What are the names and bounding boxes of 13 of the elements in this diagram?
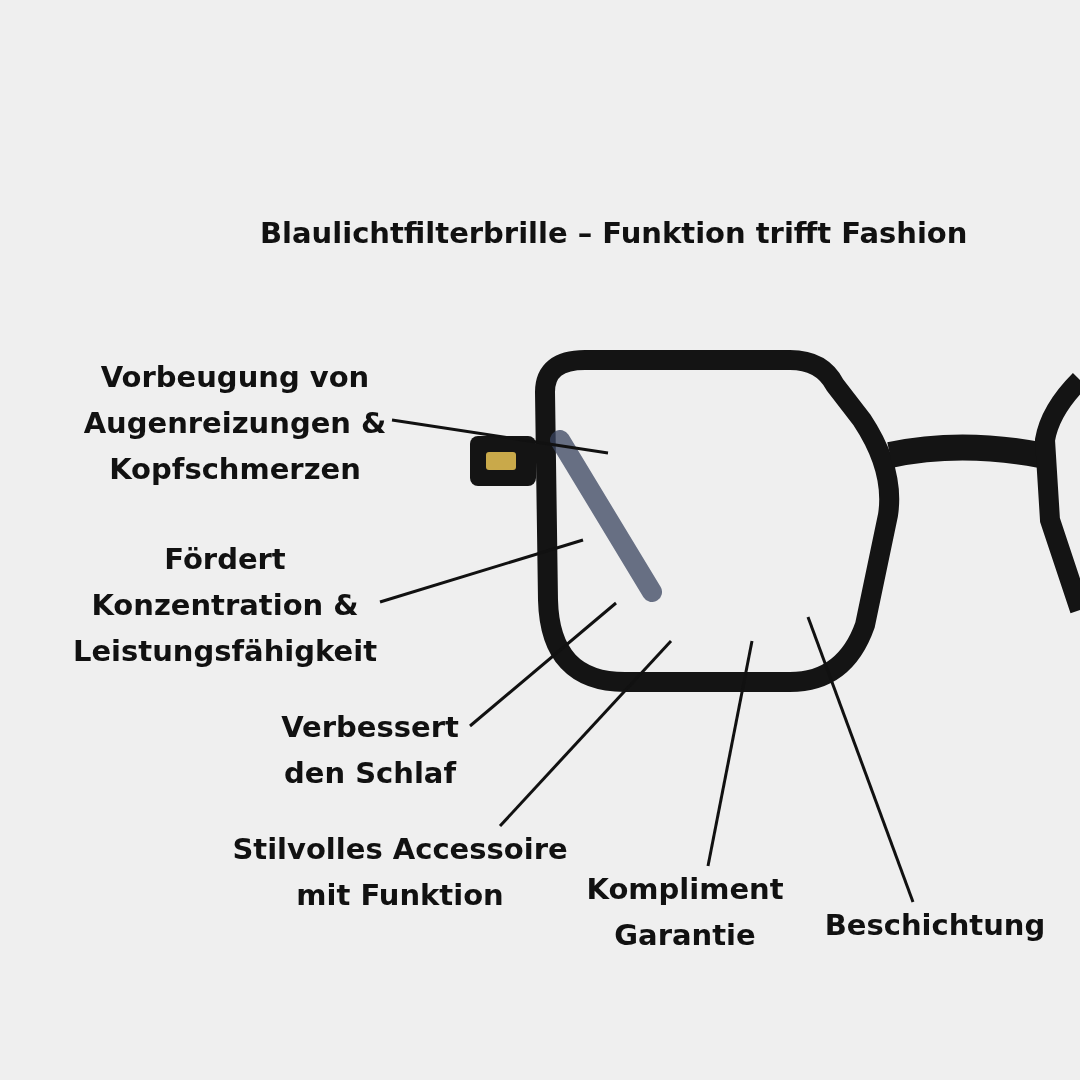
leader-line [806,616,915,903]
callout-label: Stilvolles Accessoire mit Funktion [230,826,570,918]
callout-label: Vorbeugung von Augenreizungen & Kopfschmerzen [80,354,390,492]
leader-line [498,640,673,827]
callout-label: Verbessert den Schlaf [270,704,470,796]
leader-line [379,538,584,604]
callout-label: Fördert Konzentration & Leistungsfähigkeit [70,536,380,674]
callout-label: Kompliment Garantie [580,866,790,958]
callout-label: Beschichtung [820,902,1050,948]
leader-line [391,418,609,455]
leader-line [469,601,617,728]
page-title: Blaulichtfilterbrille – Funktion trifft Fashion [260,216,969,250]
leader-line [706,640,754,867]
